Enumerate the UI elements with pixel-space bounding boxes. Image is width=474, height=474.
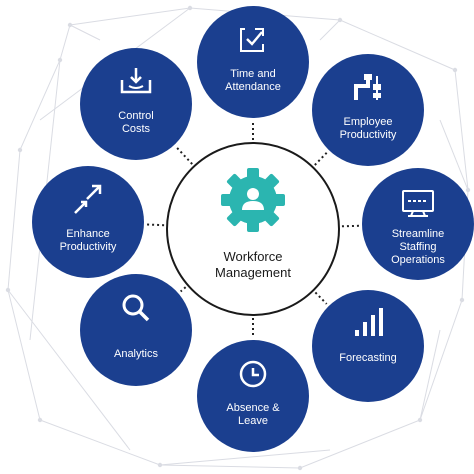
connector-analytics	[180, 286, 187, 293]
monitor-icon	[402, 190, 434, 217]
pipeline-icon	[354, 74, 381, 100]
connector-enhance-productivity	[146, 223, 165, 227]
node-control-costs	[80, 48, 192, 160]
node-circles	[32, 6, 474, 452]
node-absence-leave	[197, 340, 309, 452]
center-label: Workforce Management	[215, 249, 291, 280]
bar-chart-icon	[355, 308, 383, 336]
clipboard-check-icon	[240, 28, 264, 52]
node-employee-productivity	[312, 54, 424, 166]
connector-forecasting	[314, 291, 328, 305]
connector-streamline-staffing	[341, 224, 360, 228]
node-circle-forecasting	[312, 290, 424, 402]
dotted-connectors	[146, 121, 360, 337]
node-circle-enhance-productivity	[32, 166, 144, 278]
node-circle-control-costs	[80, 48, 192, 160]
arrows-up-right-icon	[74, 184, 102, 214]
node-circle-analytics	[80, 274, 192, 386]
tray-download-icon	[120, 68, 152, 94]
connector-control-costs	[175, 146, 193, 165]
node-circle-employee-productivity	[312, 54, 424, 166]
gear-person-icon	[221, 168, 285, 232]
node-analytics	[80, 274, 192, 386]
node-circle-time-attendance	[197, 6, 309, 118]
node-streamline-staffing	[362, 168, 474, 280]
node-time-attendance	[197, 6, 309, 118]
node-circle-streamline-staffing	[362, 168, 474, 280]
center-hub	[166, 142, 340, 316]
node-forecasting	[312, 290, 424, 402]
node-enhance-productivity	[32, 166, 144, 278]
magnifier-icon	[122, 294, 150, 322]
clock-icon	[239, 360, 267, 388]
connector-employee-productivity	[314, 151, 328, 166]
node-circle-absence-leave	[197, 340, 309, 452]
